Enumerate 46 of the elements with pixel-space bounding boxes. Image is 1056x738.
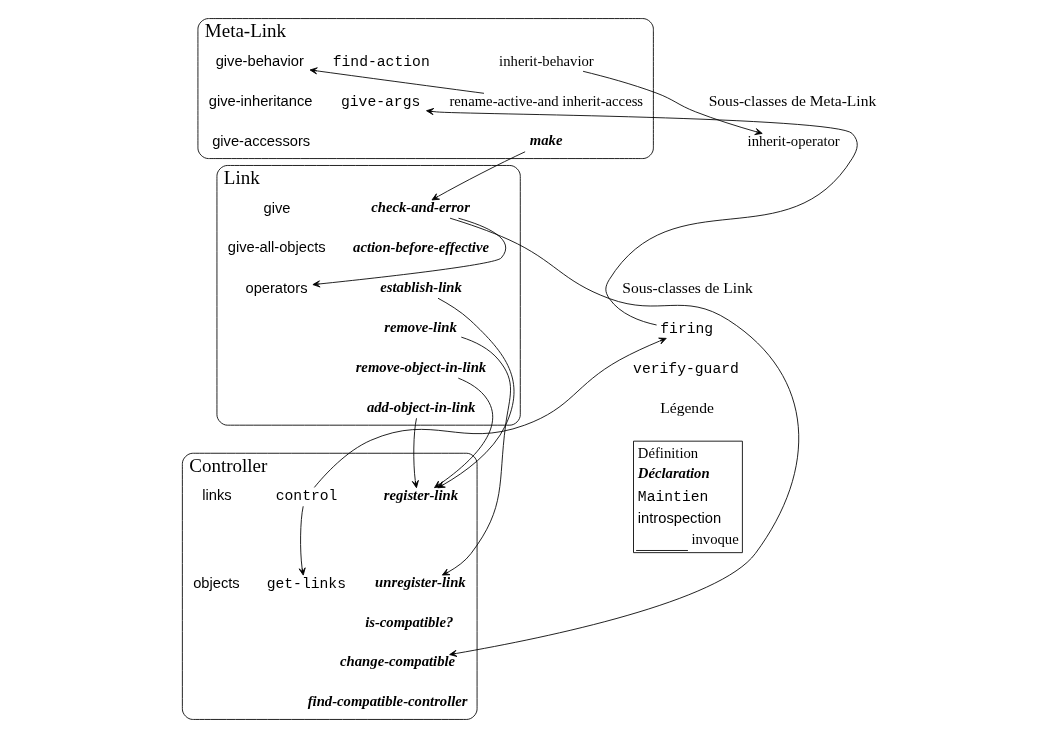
node-text: give [263,199,291,216]
node-text: give-inheritance [208,92,312,109]
node-text: get-links [266,575,346,592]
node-text: unregister-link [374,573,466,590]
label: Sous-classes de Link [621,278,753,296]
node-text: operators [244,279,308,296]
node-text: firing [659,320,713,337]
arrow [312,217,506,288]
node-text: action-before-effective [352,238,489,255]
node-text: give-args [340,93,420,110]
arrow [431,151,526,201]
arrow [298,505,306,576]
node-text: inherit-operator [747,133,840,150]
legend-label: Définition [637,444,698,461]
arrow [411,417,419,489]
node-text: links [201,487,232,504]
node-text: check-and-error [370,198,470,215]
node-text: give-behavior [215,52,304,69]
node-text: is-compatible? [364,613,453,630]
arrow [448,217,799,657]
label: Légende [659,398,714,416]
node-text: remove-object-in-link [355,358,486,375]
arrow [425,108,858,326]
node-text: give-all-objects [227,239,326,256]
legend-label: introspection [637,509,721,526]
legend-label: Maintien [637,488,708,505]
legend-label: invoque [690,531,739,548]
node-text: objects [192,574,240,591]
node-text: find-compatible-controller [307,693,468,710]
arrow [582,70,763,135]
node-text: remove-link [383,318,457,335]
node-text: give-accessors [211,133,310,150]
node-text: make [529,132,562,149]
legend-label: Déclaration [637,465,710,482]
label: Sous-classes de Meta-Link [708,92,876,110]
node-text: inherit-behavior [498,52,594,69]
node-text: verify-guard [632,360,739,377]
arrow [441,336,511,576]
node-text: add-object-in-link [366,398,475,415]
node-text: change-compatible [339,653,455,670]
node-text: register-link [383,486,458,503]
node-text: control [275,488,337,505]
arrow [309,67,484,94]
node-text: establish-link [379,278,462,295]
node-text: find-action [332,53,430,70]
node-text: rename-active-and inherit-access [448,92,643,109]
